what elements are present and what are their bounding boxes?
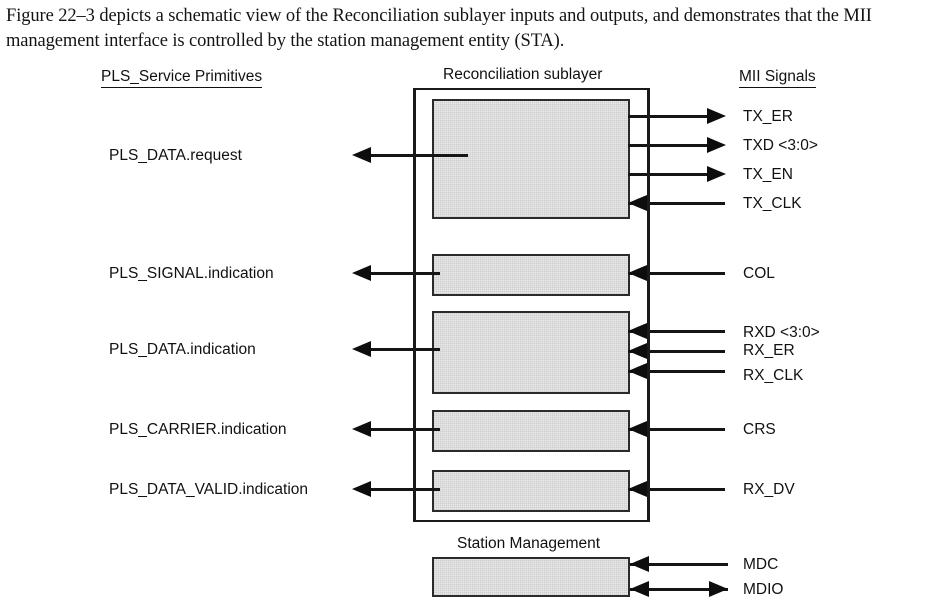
mii-label-txd: TXD <3:0>	[743, 137, 818, 154]
sta-line-mdc	[630, 563, 728, 566]
mii-line-rx-dv	[628, 488, 725, 491]
caption-line-1: Figure 22–3 depicts a schematic view of …	[6, 6, 781, 26]
mii-arrowhead-tx-en	[707, 166, 726, 182]
mii-arrowhead-tx-clk	[628, 195, 647, 211]
pls-line-signal-indication	[368, 272, 440, 275]
figure-caption: Figure 22–3 depicts a schematic view of …	[6, 4, 934, 54]
mii-arrowhead-rx-er	[628, 343, 647, 359]
pls-arrowhead-data-request	[352, 147, 371, 163]
pls-label-data-valid-indication: PLS_DATA_VALID.indication	[109, 481, 309, 498]
heading-pls-service-primitives: PLS_Service Primitives	[101, 68, 263, 88]
mii-arrowhead-rx-dv	[628, 481, 647, 497]
mii-arrowhead-rxd	[628, 323, 647, 339]
mii-label-crs: CRS	[743, 421, 776, 438]
pls-arrowhead-data-valid-indication	[352, 481, 371, 497]
pls-label-carrier-indication: PLS_CARRIER.indication	[109, 421, 287, 438]
mii-arrowhead-rx-clk	[628, 363, 647, 379]
block-receive	[432, 311, 630, 394]
mii-label-rx-dv: RX_DV	[743, 481, 795, 498]
mii-line-rx-er	[628, 350, 725, 353]
mii-label-col: COL	[743, 265, 775, 282]
pls-arrowhead-carrier-indication	[352, 421, 371, 437]
mii-label-rxd: RXD <3:0>	[743, 324, 820, 341]
mii-line-tx-er	[628, 115, 711, 118]
mii-arrowhead-txd	[707, 137, 726, 153]
reconciliation-left-bus	[413, 88, 416, 522]
mii-label-tx-er: TX_ER	[743, 108, 793, 125]
sta-arrowhead-mdc	[630, 556, 649, 572]
reconciliation-right-bus	[647, 88, 650, 522]
station-management-box	[432, 557, 630, 597]
mii-line-crs	[628, 428, 725, 431]
caption-line-2: that the MII management interface is con…	[6, 6, 872, 51]
mii-line-tx-clk	[628, 202, 725, 205]
sta-arrowhead-mdio-right	[709, 581, 728, 597]
mii-line-txd	[628, 144, 711, 147]
mii-arrowhead-crs	[628, 421, 647, 437]
sta-label-mdio: MDIO	[743, 581, 784, 598]
pls-arrowhead-signal-indication	[352, 265, 371, 281]
pls-label-data-indication: PLS_DATA.indication	[109, 341, 256, 358]
pls-line-data-valid-indication	[368, 488, 440, 491]
sta-line-mdio	[630, 588, 728, 591]
block-data-valid	[432, 470, 630, 512]
mii-line-tx-en	[628, 173, 711, 176]
mii-line-rx-clk	[628, 370, 725, 373]
pls-line-carrier-indication	[368, 428, 440, 431]
sta-label-mdc: MDC	[743, 556, 779, 573]
heading-mii-signals: MII Signals	[739, 68, 816, 88]
pls-line-data-indication	[368, 348, 440, 351]
block-signal	[432, 254, 630, 296]
pls-arrowhead-data-indication	[352, 341, 371, 357]
pls-label-signal-indication: PLS_SIGNAL.indication	[109, 265, 274, 282]
block-carrier	[432, 410, 630, 452]
station-management-title: Station Management	[457, 535, 601, 552]
pls-label-data-request: PLS_DATA.request	[109, 147, 242, 164]
pls-line-data-request	[368, 154, 468, 157]
heading-reconciliation-sublayer: Reconciliation sublayer	[443, 66, 603, 83]
mii-arrowhead-col	[628, 265, 647, 281]
sta-arrowhead-mdio-left	[630, 581, 649, 597]
mii-label-rx-clk: RX_CLK	[743, 367, 804, 384]
mii-line-col	[628, 272, 725, 275]
mii-label-tx-en: TX_EN	[743, 166, 793, 183]
mii-line-rxd	[628, 330, 725, 333]
mii-label-rx-er: RX_ER	[743, 342, 795, 359]
mii-label-tx-clk: TX_CLK	[743, 195, 802, 212]
block-transmit	[432, 99, 630, 219]
mii-arrowhead-tx-er	[707, 108, 726, 124]
